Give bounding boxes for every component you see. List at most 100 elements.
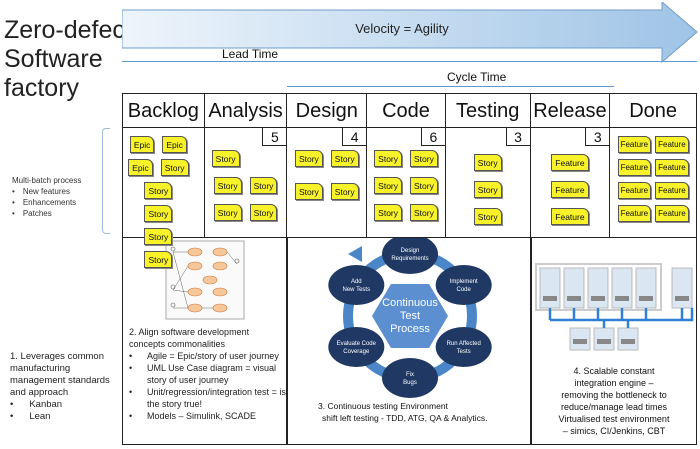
card-story[interactable]: Story bbox=[473, 154, 502, 171]
column-header: Code bbox=[367, 94, 445, 128]
card-story[interactable]: Story bbox=[144, 251, 173, 268]
test-node bbox=[611, 267, 633, 309]
list-item: Models – Simulink, SCADE bbox=[129, 410, 286, 422]
column-header: Analysis bbox=[204, 94, 287, 128]
list-item: Kanban bbox=[10, 399, 120, 411]
card-story[interactable]: Story bbox=[144, 205, 173, 222]
center-hexagon bbox=[372, 284, 448, 348]
card-story[interactable]: Story bbox=[374, 150, 403, 167]
card-feature[interactable]: Feature bbox=[655, 182, 689, 199]
wip-limit: 5 bbox=[262, 128, 287, 146]
wip-limit: 4 bbox=[342, 128, 367, 146]
multibatch-note: Multi-batch process New features Enhance… bbox=[12, 175, 81, 219]
card-feature[interactable]: Feature bbox=[617, 159, 652, 176]
card-story[interactable]: Story bbox=[374, 204, 403, 221]
card-epic[interactable]: Epic bbox=[128, 159, 153, 176]
card-story[interactable]: Story bbox=[330, 150, 359, 167]
center-label: Process bbox=[390, 323, 430, 335]
list-item: UML Use Case diagram = visual story of u… bbox=[129, 362, 286, 386]
ci-engine-diagram bbox=[535, 263, 694, 351]
cycle-node-label: Code bbox=[457, 287, 472, 293]
page-title: Zero-defect Software factory bbox=[4, 16, 132, 102]
wip-limit: 3 bbox=[585, 128, 610, 146]
card-feature[interactable]: Feature bbox=[551, 181, 589, 198]
card-feature[interactable]: Feature bbox=[617, 205, 652, 222]
list-item: Lean bbox=[10, 411, 120, 423]
card-story[interactable]: Story bbox=[473, 208, 502, 225]
cycle-node-label: Fix bbox=[406, 372, 414, 378]
cycle-node-label: Implement bbox=[450, 279, 478, 285]
card-story[interactable]: Story bbox=[473, 181, 502, 198]
list-item: New features bbox=[12, 186, 81, 197]
card-epic[interactable]: Epic bbox=[129, 136, 155, 153]
card-feature[interactable]: Feature bbox=[617, 182, 652, 199]
card-story[interactable]: Story bbox=[160, 159, 189, 176]
card-epic[interactable]: Epic bbox=[162, 136, 187, 153]
lead-time-line bbox=[122, 61, 697, 62]
list-item: Enhancements bbox=[12, 197, 81, 208]
column-header: Design bbox=[287, 94, 367, 128]
card-story[interactable]: Story bbox=[249, 204, 278, 221]
cycle-arrowhead bbox=[348, 246, 362, 262]
card-feature[interactable]: Feature bbox=[655, 159, 689, 176]
card-feature[interactable]: Feature bbox=[617, 136, 652, 153]
note-2-box: 2. Align software development concepts c… bbox=[122, 237, 287, 445]
list-item: Patches bbox=[12, 208, 81, 219]
list-item: Agile = Epic/story of user journey bbox=[129, 350, 286, 362]
note-1: 1. Leverages common manufacturing manage… bbox=[10, 351, 120, 423]
cycle-node-label: Evaluate Code bbox=[337, 341, 377, 347]
card-story[interactable]: Story bbox=[211, 150, 240, 167]
velocity-label: Velocity = Agility bbox=[355, 21, 449, 36]
card-feature[interactable]: Feature bbox=[551, 208, 589, 225]
card-feature[interactable]: Feature bbox=[655, 136, 689, 153]
cycle-node-label: New Tests bbox=[343, 287, 371, 293]
card-story[interactable]: Story bbox=[249, 177, 278, 194]
cycle-node-label: Coverage bbox=[343, 349, 370, 355]
card-story[interactable]: Story bbox=[410, 204, 438, 221]
center-label: Test bbox=[400, 310, 420, 322]
card-feature[interactable]: Feature bbox=[551, 154, 589, 171]
cycle-node-label: Requirements bbox=[391, 256, 428, 262]
card-story[interactable]: Story bbox=[213, 177, 242, 194]
uml-use-case-diagram bbox=[165, 240, 245, 320]
cycle-node-label: Bugs bbox=[403, 380, 417, 386]
card-story[interactable]: Story bbox=[374, 177, 403, 194]
card-story[interactable]: Story bbox=[213, 204, 242, 221]
card-story[interactable]: Story bbox=[410, 177, 438, 194]
card-story[interactable]: Story bbox=[294, 150, 323, 167]
cycle-node-label: Design bbox=[401, 248, 420, 254]
lead-time-label: Lead Time bbox=[222, 47, 279, 61]
card-story[interactable]: Story bbox=[410, 150, 438, 167]
card-story[interactable]: Story bbox=[144, 182, 173, 199]
card-story[interactable]: Story bbox=[144, 228, 173, 245]
card-story[interactable]: Story bbox=[294, 183, 323, 200]
column-header: Release bbox=[530, 94, 610, 128]
note-4-caption: 4. Scalable constant integration engine … bbox=[558, 366, 670, 436]
brace bbox=[102, 128, 110, 234]
note-2-text: 2. Align software development concepts c… bbox=[129, 326, 286, 422]
center-label: Continuous bbox=[382, 297, 438, 309]
card-feature[interactable]: Feature bbox=[655, 205, 689, 222]
column-header: Done bbox=[610, 94, 696, 128]
card-story[interactable]: Story bbox=[330, 183, 359, 200]
test-node bbox=[671, 267, 693, 309]
